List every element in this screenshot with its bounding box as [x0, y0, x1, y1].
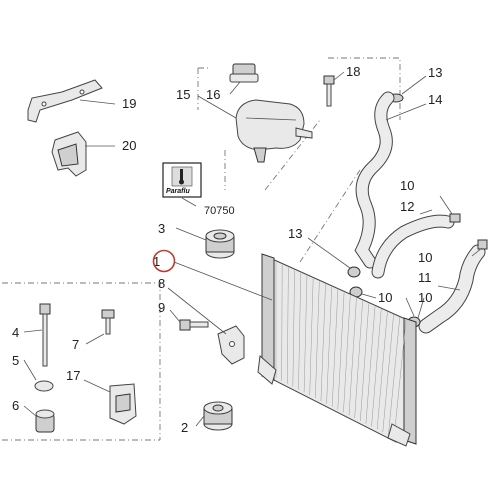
callout-7: 7	[72, 337, 79, 352]
callout-14: 14	[428, 92, 442, 107]
callout-10-a: 10	[400, 178, 414, 193]
callout-6: 6	[12, 398, 19, 413]
part-8-bracket	[217, 325, 245, 365]
callout-2: 2	[181, 420, 188, 435]
callout-16: 16	[206, 87, 220, 102]
callout-10-d: 10	[418, 250, 432, 265]
radiator-fin	[331, 289, 339, 407]
part-4-long-bolt	[39, 303, 51, 367]
part-2-rubber-mount	[203, 401, 233, 431]
radiator-fin	[348, 297, 357, 416]
callout-3: 3	[158, 221, 165, 236]
part-14-upper-hose	[354, 91, 395, 269]
callout-4: 4	[12, 325, 19, 340]
radiator-fin	[337, 292, 345, 410]
radiator-fin	[309, 278, 314, 396]
radiator-fin	[320, 284, 326, 401]
radiator-fin	[303, 275, 308, 393]
callout-19: 19	[122, 96, 136, 111]
callout-13-upper: 13	[428, 65, 442, 80]
highlight-circle-1	[152, 249, 176, 273]
callout-70750: 70750	[204, 205, 235, 217]
radiator-fin	[365, 306, 376, 424]
callout-9: 9	[158, 300, 165, 315]
radiator-fin	[360, 303, 370, 421]
part-12-hose	[371, 213, 461, 279]
part-7-screw	[101, 309, 115, 335]
radiator-fin	[281, 264, 283, 381]
radiator-fins	[275, 262, 407, 439]
callout-18: 18	[346, 64, 360, 79]
part-17-clip	[109, 383, 137, 425]
callout-15: 15	[176, 87, 190, 102]
callout-12: 12	[400, 199, 414, 214]
callout-10-c: 10	[418, 290, 432, 305]
radiator-fin	[371, 308, 382, 427]
part-11-lower-hose	[418, 239, 488, 334]
callout-20: 20	[122, 138, 136, 153]
radiator-fin	[382, 314, 394, 433]
radiator-fin	[376, 311, 388, 430]
radiator-fin	[393, 319, 407, 439]
part-20-bracket	[51, 131, 87, 177]
radiator-fin	[326, 286, 332, 404]
part-9-bolt	[179, 319, 209, 331]
radiator-fin	[354, 300, 363, 419]
part-13-clamp-lower	[347, 266, 361, 278]
radiator-fin	[292, 270, 295, 387]
left-hardware-frame	[2, 282, 161, 441]
radiator-fin	[388, 317, 401, 436]
radiator-fin	[286, 267, 289, 384]
coolant-fluid-box: Paraflu	[162, 162, 202, 198]
callout-5: 5	[12, 353, 19, 368]
callout-11: 11	[418, 270, 432, 285]
radiator-fin	[298, 273, 302, 390]
callout-1: 1	[153, 254, 160, 269]
part-5-washer	[34, 380, 54, 392]
fluid-brand-label: Paraflu	[166, 188, 190, 195]
radiator-fin	[315, 281, 320, 399]
part-1-radiator	[257, 253, 417, 447]
callout-13-lower: 13	[288, 226, 302, 241]
part-18-bolt	[323, 75, 335, 107]
part-6-rubber-bush	[35, 409, 55, 433]
callout-10-b: 10	[378, 290, 392, 305]
expansion-tank-frame	[197, 67, 321, 191]
part-15-expansion-tank	[235, 99, 313, 163]
part-3-rubber-mount	[205, 229, 235, 259]
callout-17: 17	[66, 368, 80, 383]
radiator-fin	[343, 295, 351, 413]
part-16-cap	[229, 63, 259, 83]
callout-8: 8	[158, 276, 165, 291]
part-19-bracket	[27, 79, 103, 123]
